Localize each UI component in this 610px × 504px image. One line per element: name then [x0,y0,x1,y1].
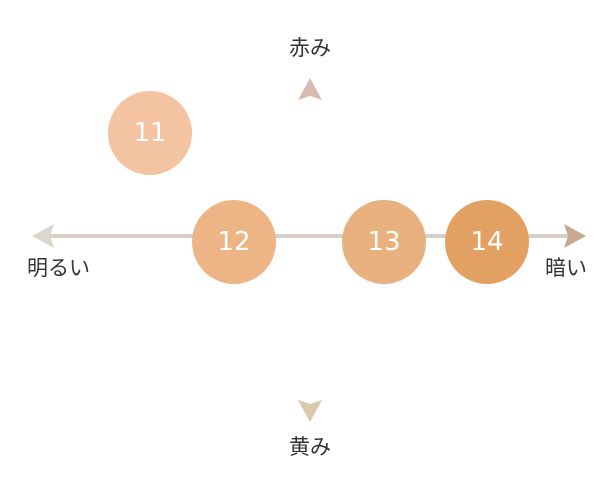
top-arrowhead [298,78,322,100]
right-arrowhead [564,224,586,248]
axis-label-right: 暗い [545,256,587,280]
axis-label-bottom: 黄み [289,435,331,459]
axis-label-top: 赤み [289,36,331,60]
bottom-arrowhead [298,400,322,422]
shade-swatch-11: 11 [108,91,192,175]
axis-label-left: 明るい [27,256,90,280]
shade-swatch-13: 13 [342,200,426,284]
shade-swatch-14: 14 [445,200,529,284]
shade-swatch-12: 12 [192,200,276,284]
left-arrowhead [32,224,54,248]
